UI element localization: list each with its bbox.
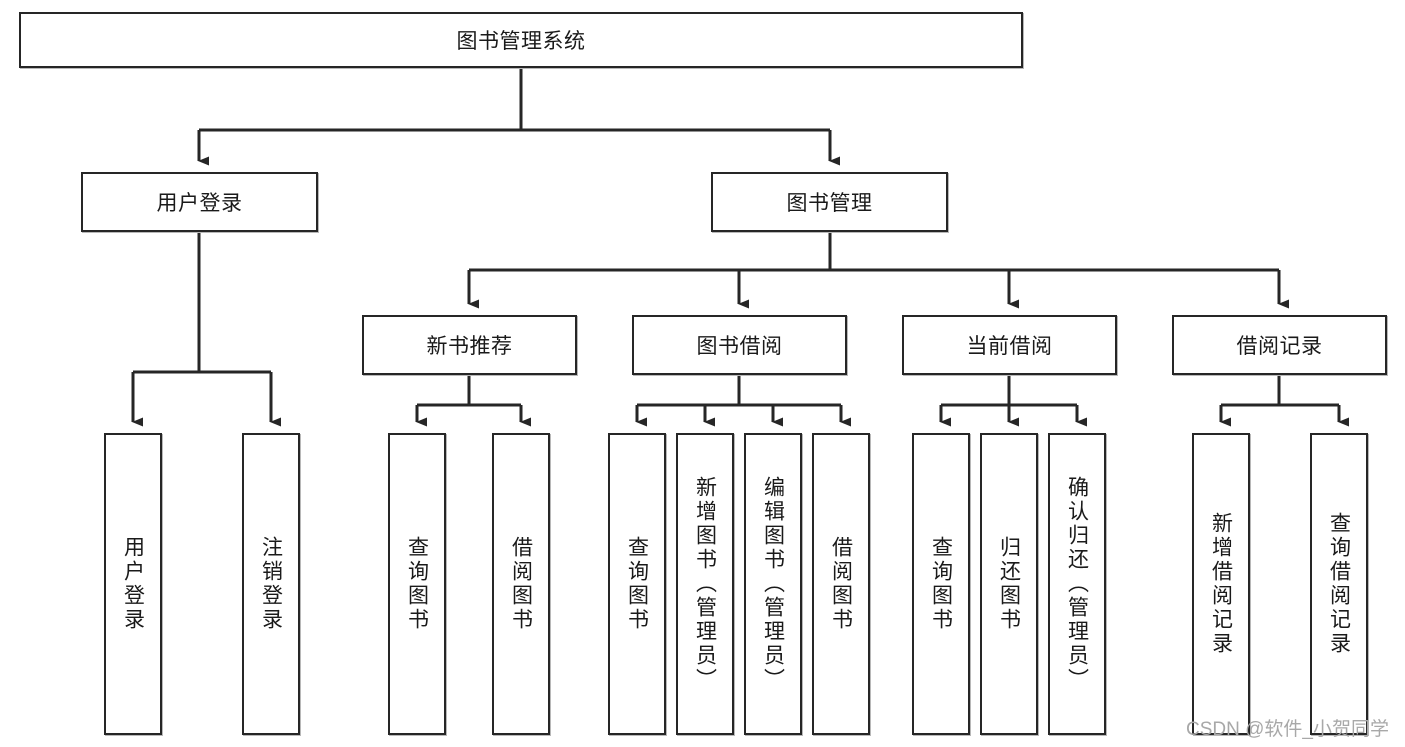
node-leaf-query-record-label: 查询借阅记录	[1327, 512, 1351, 656]
node-current-borrow[interactable]: 当前借阅	[902, 315, 1117, 375]
node-leaf-borrow-book-1[interactable]: 借阅图书	[492, 433, 550, 735]
node-leaf-query-record[interactable]: 查询借阅记录	[1310, 433, 1368, 735]
node-leaf-borrow-book-2-label: 借阅图书	[829, 536, 853, 632]
node-leaf-return-book[interactable]: 归还图书	[980, 433, 1038, 735]
node-book-borrow-label: 图书借阅	[696, 335, 783, 358]
node-leaf-add-record-label: 新增借阅记录	[1209, 512, 1233, 656]
node-root-label: 图书管理系统	[456, 30, 586, 53]
node-leaf-add-record[interactable]: 新增借阅记录	[1192, 433, 1250, 735]
node-leaf-logout[interactable]: 注销登录	[242, 433, 300, 735]
node-book-borrow[interactable]: 图书借阅	[632, 315, 847, 375]
node-current-borrow-label: 当前借阅	[966, 335, 1053, 358]
node-leaf-query-book-2[interactable]: 查询图书	[608, 433, 666, 735]
node-leaf-confirm-return[interactable]: 确认归还（管理员）	[1048, 433, 1106, 735]
node-leaf-borrow-book-1-label: 借阅图书	[509, 536, 533, 632]
node-leaf-user-login[interactable]: 用户登录	[104, 433, 162, 735]
node-leaf-add-book-label: 新增图书（管理员）	[693, 476, 717, 692]
node-leaf-edit-book[interactable]: 编辑图书（管理员）	[744, 433, 802, 735]
node-leaf-logout-label: 注销登录	[259, 536, 283, 632]
node-leaf-query-book-1-label: 查询图书	[405, 536, 429, 632]
node-book-manage[interactable]: 图书管理	[711, 172, 948, 232]
node-leaf-user-login-label: 用户登录	[121, 536, 145, 632]
node-leaf-edit-book-label: 编辑图书（管理员）	[761, 476, 785, 692]
node-root[interactable]: 图书管理系统	[19, 12, 1023, 68]
node-borrow-record-label: 借阅记录	[1236, 335, 1323, 358]
node-leaf-query-book-2-label: 查询图书	[625, 536, 649, 632]
node-leaf-add-book[interactable]: 新增图书（管理员）	[676, 433, 734, 735]
csdn-watermark: CSDN @软件_小贺同学	[1186, 719, 1389, 740]
node-book-manage-label: 图书管理	[786, 192, 873, 215]
node-leaf-query-book-3-label: 查询图书	[929, 536, 953, 632]
node-new-book-recommend-label: 新书推荐	[426, 335, 513, 358]
node-leaf-query-book-1[interactable]: 查询图书	[388, 433, 446, 735]
node-leaf-return-book-label: 归还图书	[997, 536, 1021, 632]
node-borrow-record[interactable]: 借阅记录	[1172, 315, 1387, 375]
node-user-login[interactable]: 用户登录	[81, 172, 318, 232]
node-leaf-borrow-book-2[interactable]: 借阅图书	[812, 433, 870, 735]
node-user-login-label: 用户登录	[156, 192, 243, 215]
node-leaf-query-book-3[interactable]: 查询图书	[912, 433, 970, 735]
node-new-book-recommend[interactable]: 新书推荐	[362, 315, 577, 375]
node-leaf-confirm-return-label: 确认归还（管理员）	[1065, 476, 1089, 692]
